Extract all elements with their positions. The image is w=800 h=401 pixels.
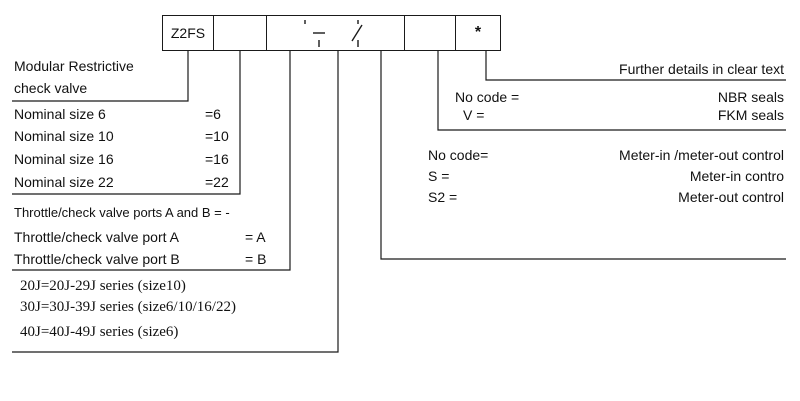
code-box-model: Z2FS: [162, 15, 214, 51]
size-code-16: =16: [205, 151, 229, 167]
asterisk-mark: *: [474, 24, 482, 41]
seal-desc-nbr: NBR seals: [717, 89, 784, 105]
code-box-further: *: [455, 15, 501, 51]
series-30j: 30J=30J-39J series (size6/10/16/22): [20, 299, 236, 315]
size-code-6: =6: [205, 106, 221, 122]
seal-desc-fkm: FKM seals: [717, 107, 784, 123]
series-20j: 20J=20J-29J series (size10): [20, 278, 186, 294]
control-desc-s2: Meter-out control: [678, 189, 784, 205]
code-box-series: [266, 15, 405, 51]
model-code: Z2FS: [170, 25, 206, 41]
control-code-none: No code=: [428, 147, 489, 163]
code-box-seals: [404, 15, 456, 51]
code-box-size: [213, 15, 267, 51]
control-code-s: S =: [428, 168, 450, 184]
ports-both: Throttle/check valve ports A and B = -: [14, 205, 230, 220]
leader-line-model: [12, 51, 189, 102]
size-label-16: Nominal size 16: [14, 151, 114, 167]
size-code-10: =10: [205, 128, 229, 144]
leader-line-series: [12, 51, 339, 353]
leader-line-ports: [12, 51, 291, 271]
size-label-22: Nominal size 22: [14, 174, 114, 190]
size-label-10: Nominal size 10: [14, 128, 114, 144]
control-desc-none: Meter-in /meter-out control: [619, 147, 784, 163]
control-desc-s: Meter-in contro: [689, 168, 784, 184]
seal-code-fkm: V =: [463, 107, 485, 123]
series-40j: 40J=40J-49J series (size6): [20, 324, 179, 340]
seal-code-nbr: No code =: [455, 89, 520, 105]
leader-line-further: [485, 51, 786, 81]
title-line-1: Modular Restrictive: [14, 58, 134, 74]
leader-line-size: [12, 51, 241, 195]
port-a-label: Throttle/check valve port A: [14, 229, 179, 245]
control-code-s2: S2 =: [428, 189, 458, 205]
size-code-22: =22: [205, 174, 229, 190]
title-line-2: check valve: [14, 80, 88, 96]
size-label-6: Nominal size 6: [14, 106, 106, 122]
port-a-code: = A: [245, 229, 266, 245]
further-details: Further details in clear text: [619, 61, 784, 77]
leader-line-seals: [437, 51, 786, 131]
port-b-code: = B: [245, 251, 267, 267]
slash-right: [351, 24, 363, 42]
port-b-label: Throttle/check valve port B: [14, 251, 180, 267]
leader-line-control: [380, 51, 786, 260]
